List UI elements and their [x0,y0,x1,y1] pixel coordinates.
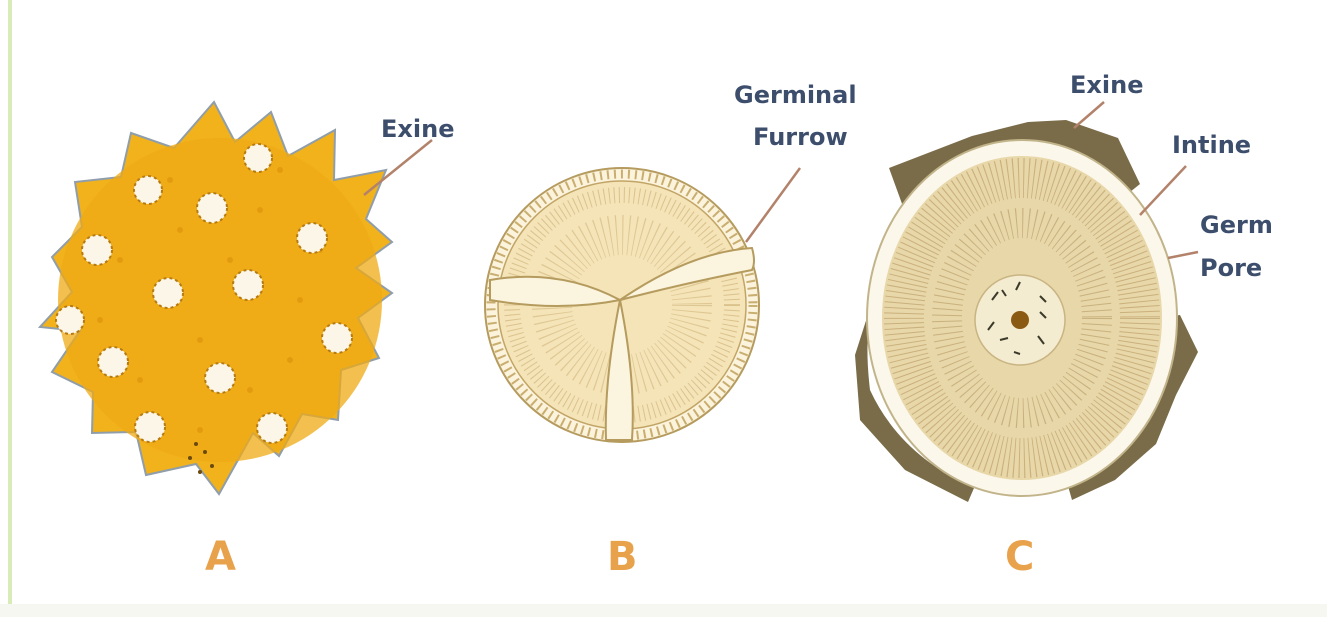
pore [56,306,84,334]
exine-a-pointer [364,140,432,195]
pore [205,363,235,393]
germ-pore-label-line2: Pore [1200,255,1262,282]
pore [153,278,183,308]
exine-label-a: Exine [381,116,454,143]
intine-pointer [1140,166,1186,215]
intine-label: Intine [1172,132,1251,159]
pore [233,270,263,300]
pore [244,144,272,172]
germ-pore-pointer [1168,252,1198,258]
furrow-pointer [746,168,800,242]
caption-b: B [607,535,638,579]
pore [82,235,112,265]
germinal-furrow-label-line2: Furrow [753,124,848,151]
caption-a: A [205,535,236,579]
germinal-furrow-label-line1: Germinal [734,82,857,109]
pollen-grain-a [40,102,432,494]
pore [322,323,352,353]
exine-label-c: Exine [1070,72,1143,99]
pore [197,193,227,223]
pore [98,347,128,377]
germ-pore-label-line1: Germ [1200,212,1273,239]
pollen-grain-b [485,168,800,442]
pollen-grain-c [855,102,1198,502]
exine-c-pointer [1074,102,1104,128]
caption-c: C [1005,535,1034,579]
pore [134,176,162,204]
pore [257,413,287,443]
nucleolus [1011,311,1029,329]
pore [135,412,165,442]
pore [297,223,327,253]
grain-a-body [58,138,382,462]
